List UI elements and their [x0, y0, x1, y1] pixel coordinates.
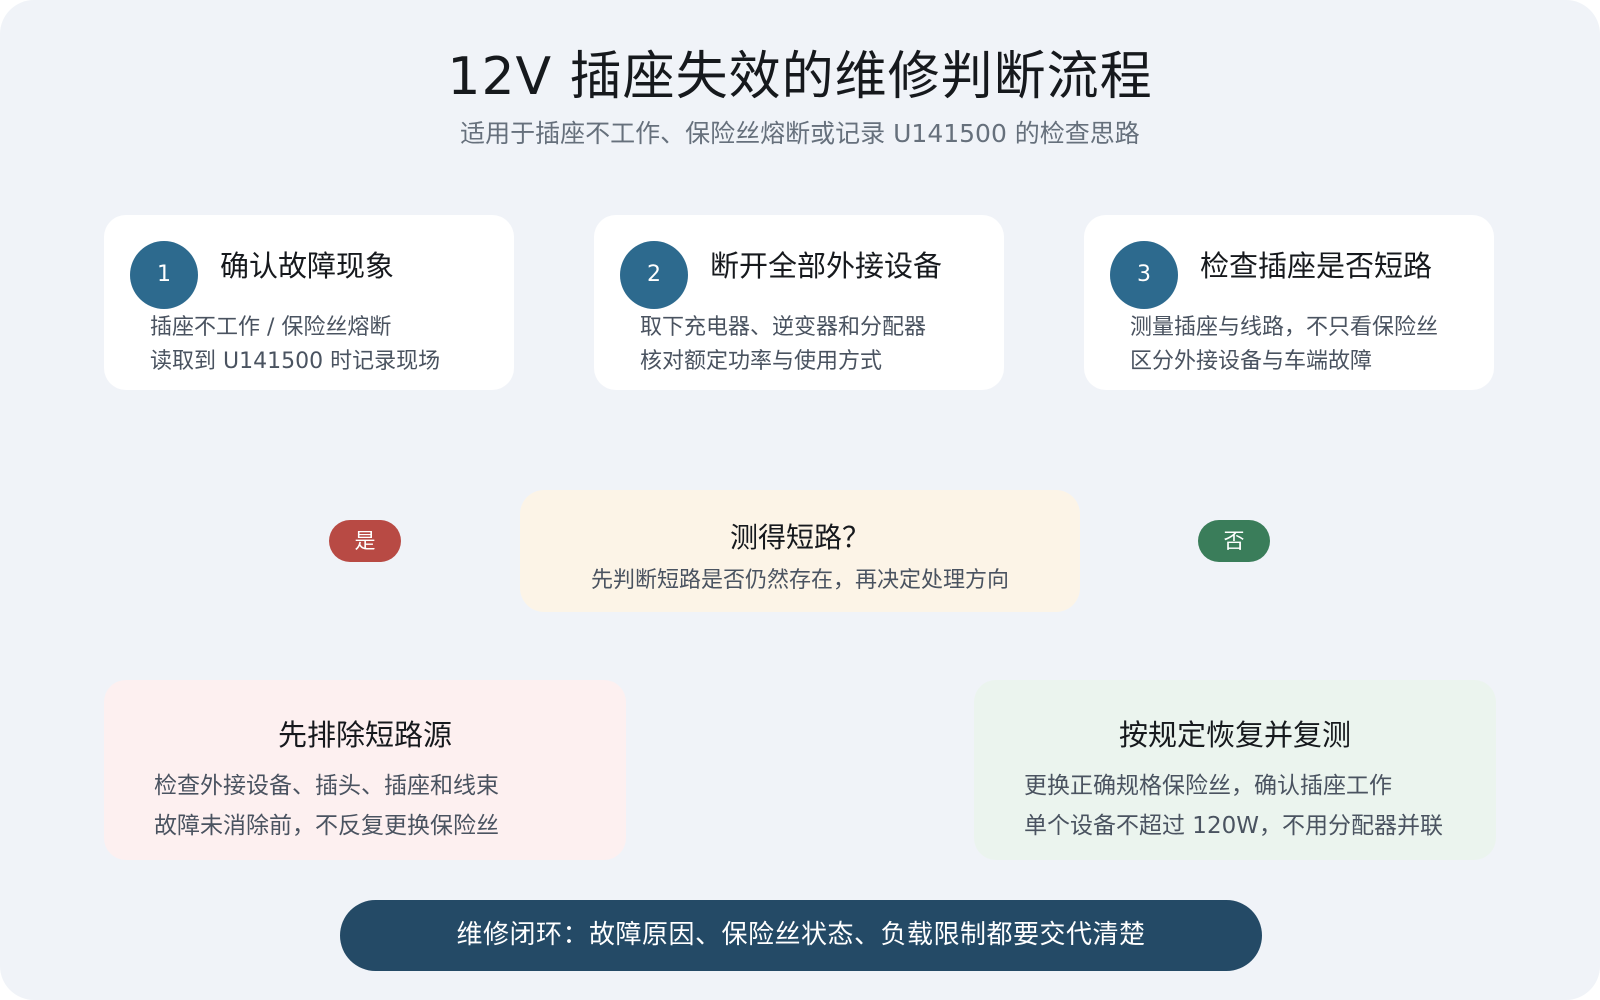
decision-description: 先判断短路是否仍然存在，再决定处理方向 — [590, 568, 1009, 593]
no-badge: 否 — [1198, 520, 1270, 562]
yes-badge: 是 — [329, 520, 401, 562]
step-title: 确认故障现象 — [220, 249, 395, 283]
outcome-yes-card: 先排除短路源 检查外接设备、插头、插座和线束 故障未消除前，不反复更换保险丝 — [104, 680, 626, 860]
step-card-3: 3 检查插座是否短路 测量插座与线路，不只看保险丝 区分外接设备与车端故障 — [1084, 215, 1494, 390]
step-card-1: 1 确认故障现象 插座不工作 / 保险丝熔断 读取到 U141500 时记录现场 — [104, 215, 514, 390]
page-title: 12V 插座失效的维修判断流程 — [447, 47, 1153, 107]
decision-title: 测得短路？ — [729, 521, 870, 554]
step-card-2: 2 断开全部外接设备 取下充电器、逆变器和分配器 核对额定功率与使用方式 — [594, 215, 1004, 390]
decision-node: 测得短路？ 先判断短路是否仍然存在，再决定处理方向 — [520, 490, 1080, 612]
outcome-no-card: 按规定恢复并复测 更换正确规格保险丝，确认插座工作 单个设备不超过 120W，不… — [974, 680, 1496, 860]
step-number-badge: 2 — [620, 241, 688, 309]
step-description-line: 区分外接设备与车端故障 — [1130, 349, 1373, 374]
step-description-line: 测量插座与线路，不只看保险丝 — [1130, 315, 1439, 340]
outcome-description-line: 检查外接设备、插头、插座和线束 — [154, 773, 499, 799]
outcome-title: 先排除短路源 — [277, 718, 452, 752]
outcome-title: 按规定恢复并复测 — [1118, 718, 1351, 752]
step-number-badge: 3 — [1110, 241, 1178, 309]
outcome-description-line: 故障未消除前，不反复更换保险丝 — [154, 813, 499, 839]
step-title: 断开全部外接设备 — [710, 249, 943, 283]
step-number-badge: 1 — [130, 241, 198, 309]
page-subtitle: 适用于插座不工作、保险丝熔断或记录 U141500 的检查思路 — [460, 119, 1140, 148]
step-description-line: 插座不工作 / 保险丝熔断 — [150, 315, 392, 340]
step-description-line: 核对额定功率与使用方式 — [640, 349, 883, 374]
closing-summary-banner: 维修闭环：故障原因、保险丝状态、负载限制都要交代清楚 — [340, 900, 1262, 971]
outcome-description-line: 单个设备不超过 120W，不用分配器并联 — [1024, 813, 1443, 839]
step-title: 检查插座是否短路 — [1200, 249, 1433, 283]
outcome-description-line: 更换正确规格保险丝，确认插座工作 — [1024, 773, 1392, 799]
step-description-line: 取下充电器、逆变器和分配器 — [640, 315, 927, 340]
step-description-line: 读取到 U141500 时记录现场 — [150, 349, 441, 374]
